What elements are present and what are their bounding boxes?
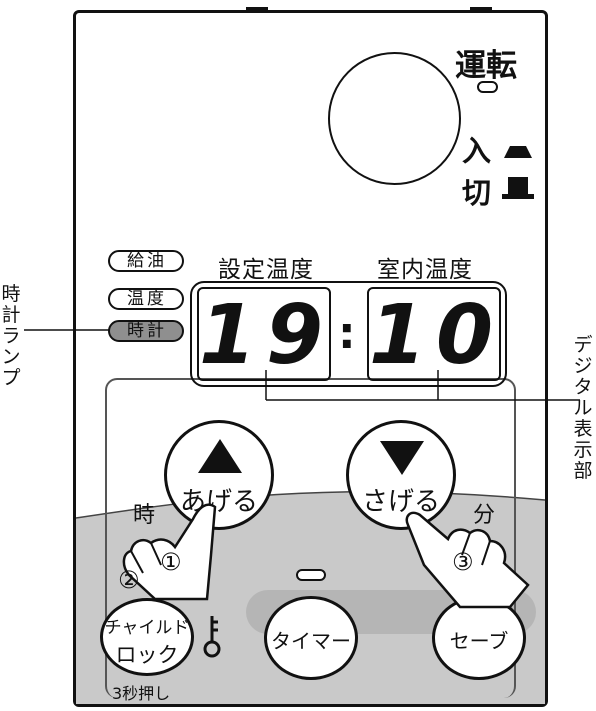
display-colon: :: [338, 308, 356, 359]
up-button[interactable]: あげる: [164, 420, 274, 530]
step-3-marker: ③: [452, 548, 474, 576]
minute-label: 分: [473, 503, 496, 528]
step-2-marker: ②: [118, 566, 140, 594]
timer-lamp: [296, 569, 326, 581]
save-button-label: セーブ: [449, 629, 509, 653]
timer-button-label: タイマー: [271, 629, 351, 653]
step-1-marker: ①: [160, 548, 182, 576]
set-temp-value: 19: [199, 288, 331, 381]
down-button-label: さげる: [361, 487, 440, 517]
refuel-indicator: 給油: [108, 250, 184, 272]
on-label: 入: [462, 134, 492, 168]
room-temp-value: 10: [369, 288, 501, 381]
child-lock-button[interactable]: チャイルド ロック: [100, 598, 194, 676]
left-hand-icon: [122, 503, 217, 601]
room-temp-display: 10: [367, 287, 501, 381]
clock-lamp-leader: [24, 329, 110, 331]
down-arrow-icon: [380, 441, 424, 475]
timer-button[interactable]: タイマー: [264, 596, 358, 680]
up-arrow-icon: [198, 439, 242, 473]
off-position-icon: [502, 177, 534, 199]
digital-display-callout: デ ジ タ ル 表 示 部: [573, 334, 593, 482]
operation-label: 運転: [455, 48, 517, 84]
digital-display-leader: [265, 370, 580, 401]
clock-indicator: 時計: [108, 320, 184, 342]
temperature-indicator: 温度: [108, 288, 184, 310]
power-button[interactable]: [328, 52, 461, 185]
panel-top-mark: [470, 7, 492, 12]
down-button[interactable]: さげる: [346, 420, 456, 530]
right-hand-icon: [405, 511, 530, 609]
child-lock-label-line2: ロック: [115, 643, 179, 667]
child-lock-label-line1: チャイルド: [104, 618, 190, 638]
key-icon: [203, 616, 221, 658]
on-position-icon: [504, 146, 532, 158]
operation-lamp: [477, 81, 498, 93]
digital-display: [190, 281, 507, 387]
hour-label: 時: [133, 503, 156, 528]
panel-top-mark: [246, 7, 268, 12]
off-label: 切: [462, 176, 492, 210]
child-lock-hold-note: 3秒押し: [112, 684, 171, 703]
set-temp-label: 設定温度: [218, 257, 314, 283]
save-button[interactable]: セーブ: [432, 596, 526, 680]
set-temp-display: 19: [197, 287, 331, 381]
clock-lamp-callout: 時 計 ラ ン プ: [1, 283, 21, 389]
up-button-label: あげる: [179, 487, 258, 517]
room-temp-label: 室内温度: [377, 257, 473, 283]
